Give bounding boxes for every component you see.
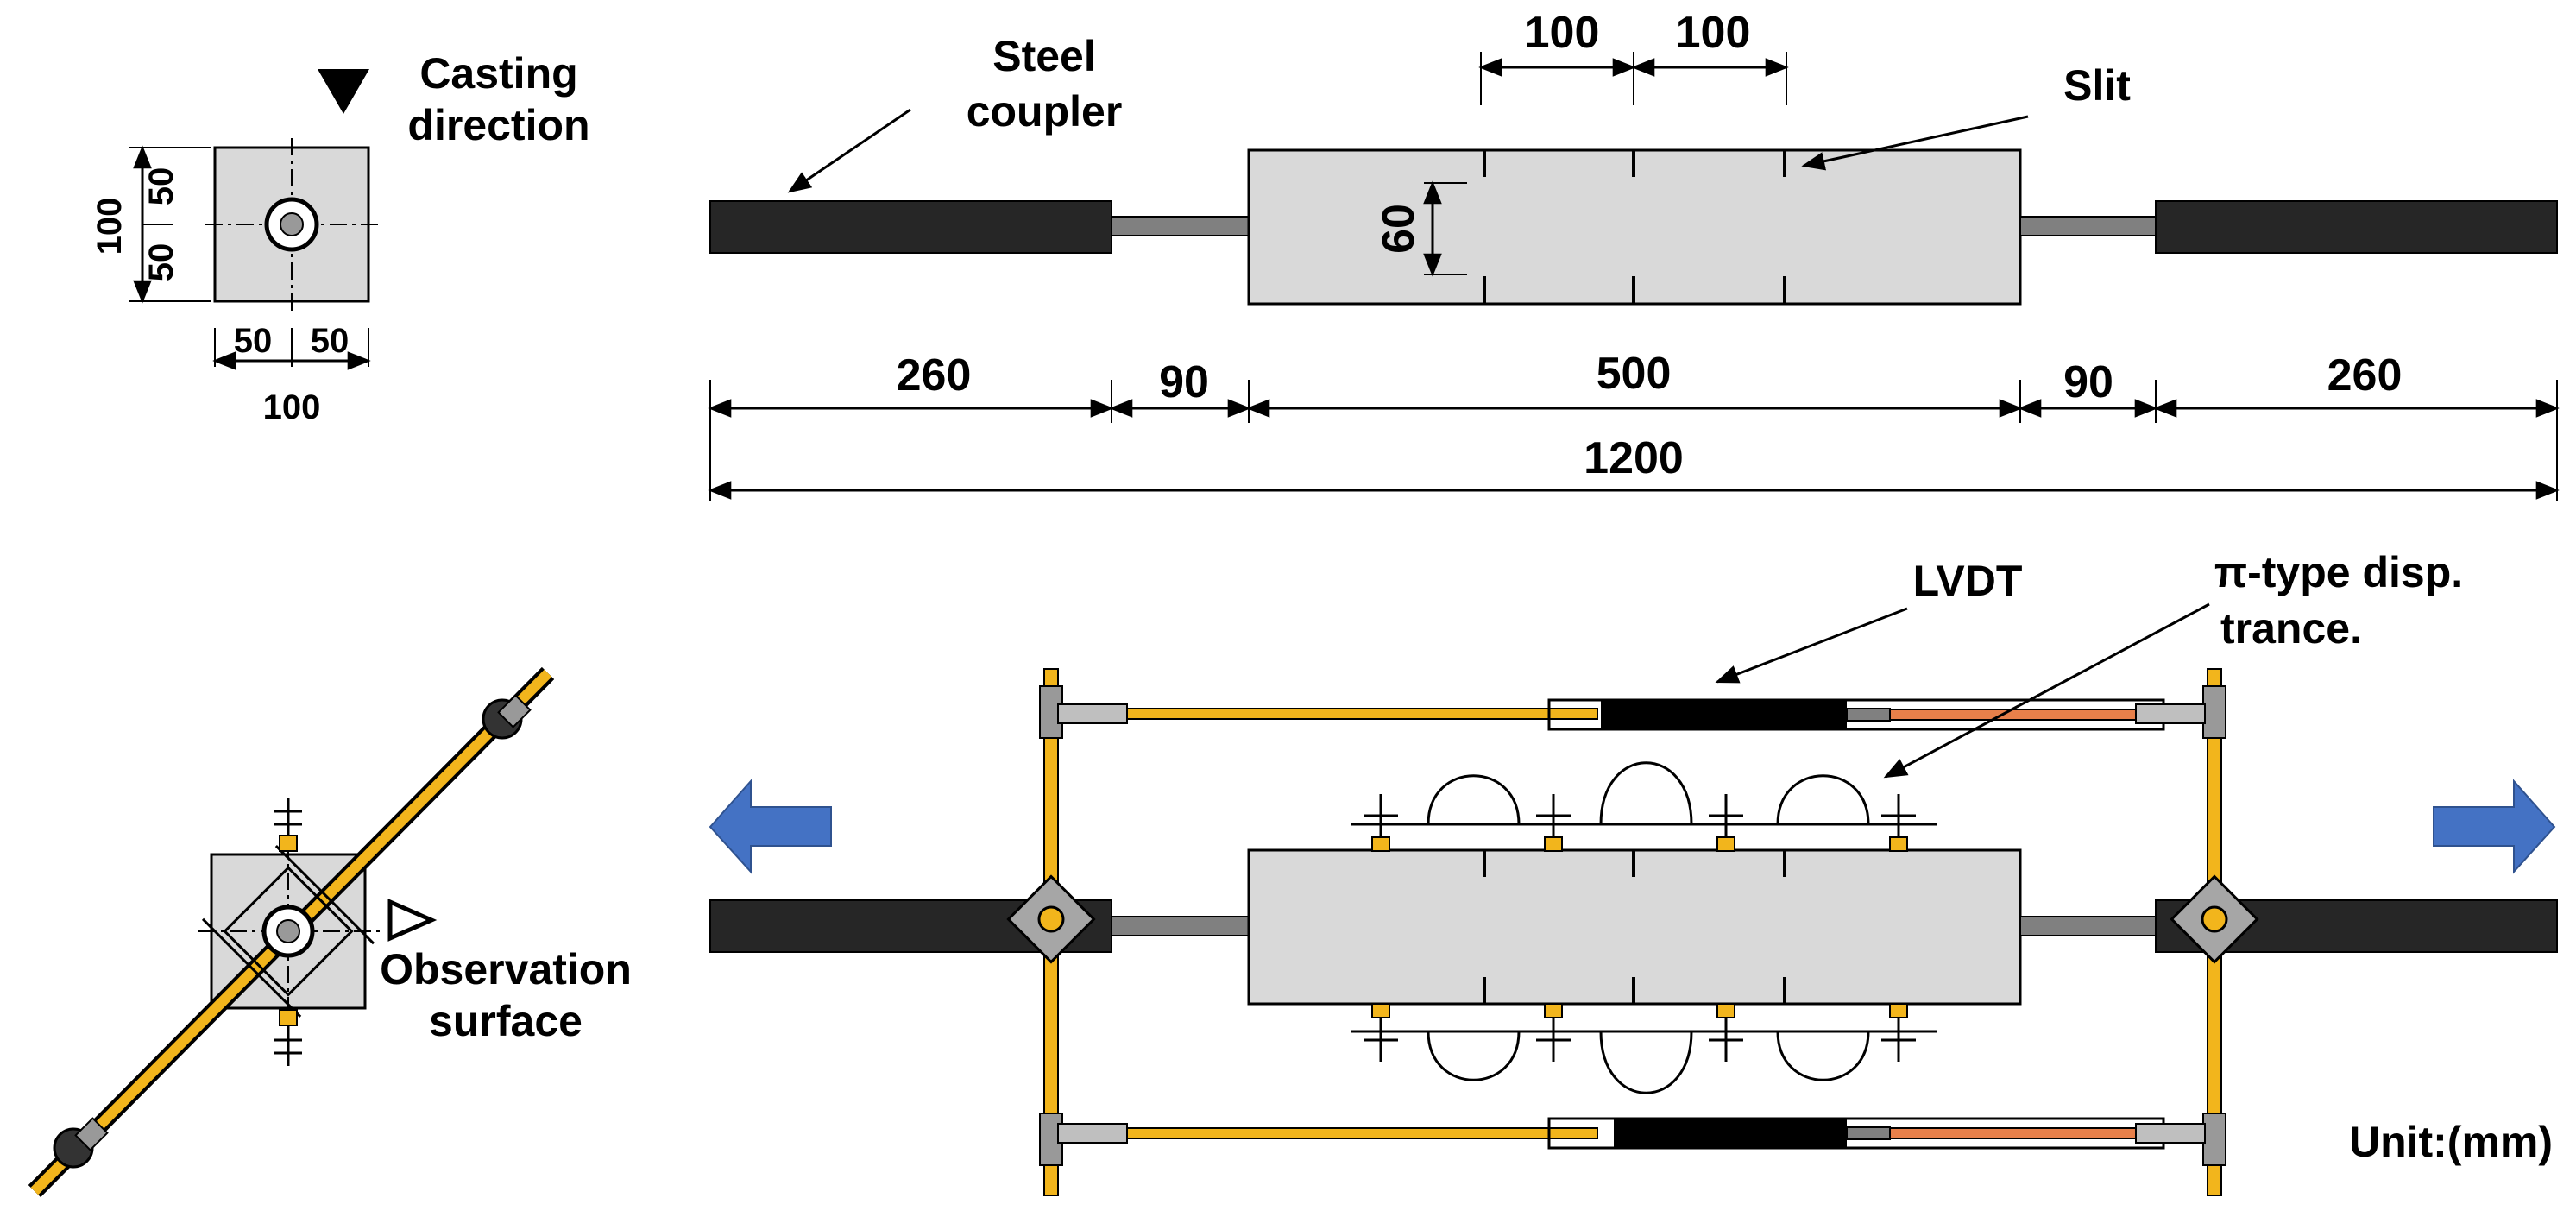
dim-total: 1200 [1584,433,1684,483]
dim-specimen: 500 [1597,349,1672,399]
test-setup-view: LVDT π-type disp. trance. Unit:(mm) [709,548,2558,1196]
observation-surface-label-2: surface [429,997,583,1045]
dim-gap-right: 90 [2063,357,2113,407]
slits-elevation [1483,150,1786,304]
dim-section-vertical-lower: 50 [142,243,180,282]
load-arrow-right [2433,779,2556,874]
dim-section-vertical-total: 100 [91,198,129,255]
dim-slit-spacing-right: 100 [1676,8,1751,58]
dim-section-horizontal-right: 50 [311,322,350,360]
rebar-right [2019,216,2159,236]
dim-section-vertical-upper: 50 [142,167,180,206]
steel-coupler-label-1: Steel [992,32,1096,80]
dim-slit-spacing-left: 100 [1525,8,1600,58]
steel-coupler-label-2: coupler [967,87,1123,136]
lvdt-label: LVDT [1913,557,2023,605]
side-view: Observation surface [28,666,632,1198]
observation-surface-icon [387,899,438,942]
pi-gauges-bottom [1351,1014,1937,1094]
dim-section-horizontal-left: 50 [234,322,273,360]
pi-gauges-top [1351,761,1937,842]
casting-direction-icon [318,69,369,114]
slit-label: Slit [2063,61,2131,110]
observation-surface-label-1: Observation [380,945,632,993]
dim-section-horizontal-total: 100 [263,388,321,426]
load-arrow-left [709,779,832,874]
dim-coupler-right: 260 [2327,350,2403,400]
steel-coupler-left [709,200,1112,254]
lvdt-top-body [1601,701,1847,728]
casting-direction-label-2: direction [407,101,589,149]
unit-label: Unit:(mm) [2349,1118,2553,1166]
dim-gap-left: 90 [1159,357,1209,407]
elevation-view: 100 100 60 Steel coupler Slit [708,8,2560,501]
steel-coupler-right [2155,200,2558,254]
lvdt-bottom-body [1614,1119,1847,1147]
pi-type-label-1: π-type disp. [2214,548,2463,596]
cross-section: Casting direction 100 50 50 50 50 100 [91,49,590,426]
casting-direction-label-1: Casting [419,49,577,98]
dim-slit-height: 60 [1374,204,1424,254]
pi-type-label-2: trance. [2220,604,2362,653]
rebar-left [1111,216,1250,236]
dim-coupler-left: 260 [897,350,972,400]
